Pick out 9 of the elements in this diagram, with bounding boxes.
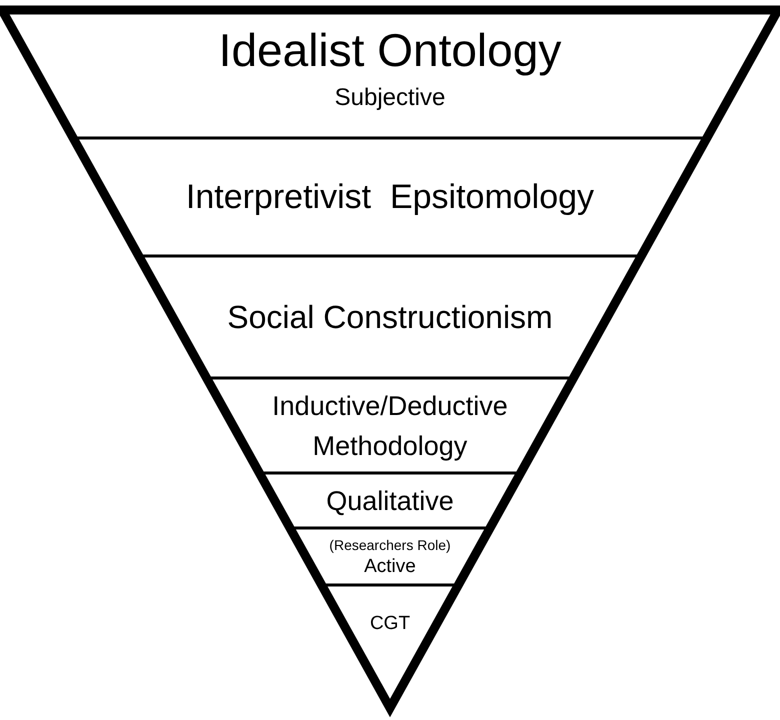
tier-title: CGT [370,612,410,636]
tier-title: Idealist Ontology [218,23,562,78]
tier-title: Inductive/Deductive Methodology [271,390,509,463]
tier-subtitle: Subjective [334,83,446,113]
tier-title: Social Constructionism [227,298,553,337]
tier-title: Interpretivist Epsitomology [186,177,594,218]
tier-title: Qualitative [326,484,454,518]
tier-title: (Researchers Role) [329,536,451,554]
tier-subtitle: Active [364,554,416,578]
